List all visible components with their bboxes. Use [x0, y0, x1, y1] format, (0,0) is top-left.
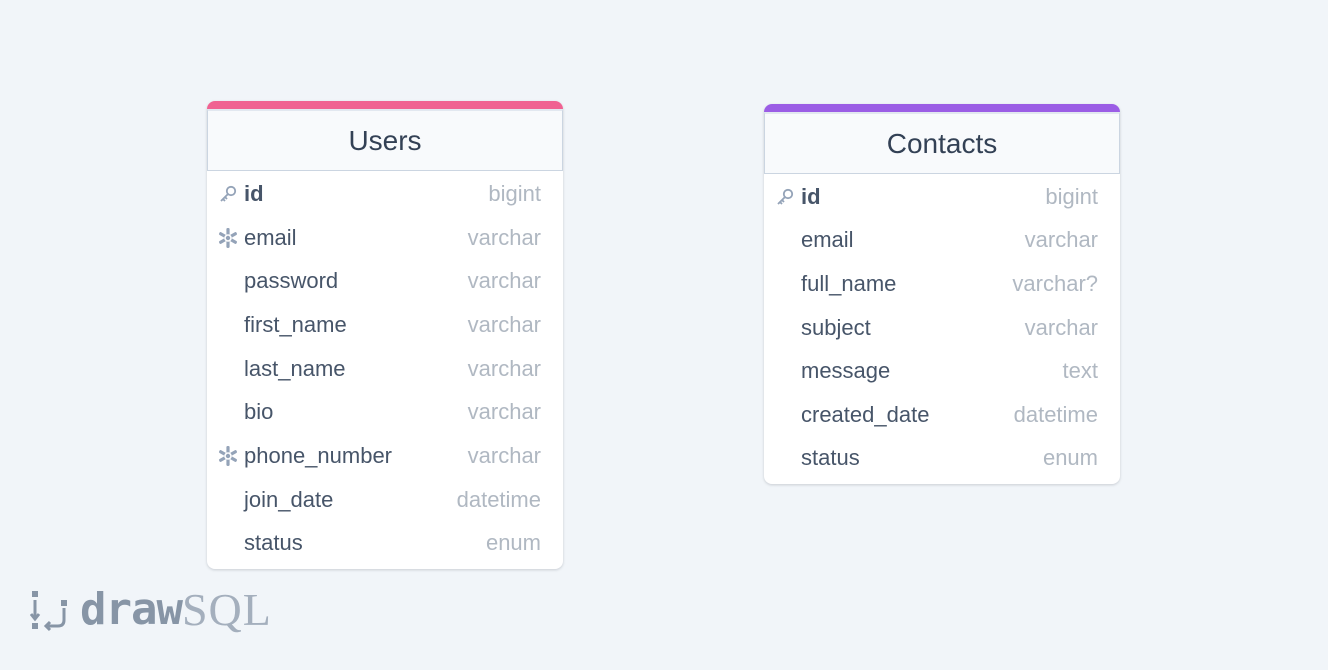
column-name: phone_number — [244, 442, 393, 468]
table-title: Contacts — [886, 127, 998, 159]
column-row-id[interactable]: id bigint — [207, 172, 563, 216]
column-name: id — [244, 180, 264, 206]
column-type: enum — [1042, 445, 1098, 471]
column-row-join-date[interactable]: join_date datetime — [207, 478, 563, 522]
table-accent-bar — [207, 101, 563, 109]
column-row-email[interactable]: email varchar — [207, 216, 563, 260]
column-row-email[interactable]: email varchar — [764, 219, 1120, 263]
column-list: id bigint email varchar full_name varchar? sub… — [764, 174, 1120, 484]
table-accent-bar — [764, 104, 1120, 112]
column-name: last_name — [244, 355, 346, 381]
column-type: bigint — [488, 180, 541, 206]
column-row-full-name[interactable]: full_name varchar? — [764, 262, 1120, 306]
column-type: varchar — [1024, 314, 1098, 340]
column-type: datetime — [1013, 401, 1098, 427]
column-row-created-date[interactable]: created_date datetime — [764, 393, 1120, 437]
column-row-bio[interactable]: bio varchar — [207, 390, 563, 434]
column-name: message — [801, 358, 891, 384]
column-name: email — [244, 224, 297, 250]
column-name: subject — [801, 314, 871, 340]
column-type: varchar — [467, 399, 541, 425]
snowflake-icon — [217, 445, 239, 467]
column-row-id[interactable]: id bigint — [764, 175, 1120, 219]
column-name: status — [801, 445, 860, 471]
table-users[interactable]: Users id bigint email varchar password varcha… — [207, 101, 563, 570]
table-header[interactable]: Users — [207, 109, 563, 171]
column-name: created_date — [801, 401, 930, 427]
logo-text-draw: draw — [80, 584, 183, 635]
column-row-password[interactable]: password varchar — [207, 259, 563, 303]
table-header[interactable]: Contacts — [764, 112, 1120, 174]
column-row-message[interactable]: message text — [764, 349, 1120, 393]
column-type: varchar — [1024, 227, 1098, 253]
column-type: varchar — [467, 355, 541, 381]
key-icon — [217, 183, 239, 205]
column-name: status — [244, 530, 303, 556]
column-type: varchar? — [1012, 270, 1098, 296]
column-type: varchar — [467, 224, 541, 250]
column-name: full_name — [801, 270, 897, 296]
column-type: text — [1062, 358, 1098, 384]
snowflake-icon — [217, 227, 239, 249]
table-title: Users — [348, 124, 422, 156]
column-name: join_date — [244, 486, 334, 512]
key-icon — [774, 186, 796, 208]
column-type: varchar — [467, 311, 541, 337]
column-row-subject[interactable]: subject varchar — [764, 306, 1120, 350]
drawsql-logo[interactable]: draw SQL — [30, 583, 272, 636]
column-type: datetime — [456, 486, 541, 512]
column-row-status[interactable]: status enum — [207, 522, 563, 566]
column-type: bigint — [1045, 183, 1098, 209]
column-row-status[interactable]: status enum — [764, 437, 1120, 481]
logo-text-sql: SQL — [181, 584, 272, 635]
column-row-phone-number[interactable]: phone_number varchar — [207, 434, 563, 478]
drawsql-logo-icon — [30, 590, 67, 631]
column-name: email — [801, 227, 854, 253]
column-type: varchar — [467, 442, 541, 468]
column-name: first_name — [244, 311, 347, 337]
column-name: id — [801, 183, 821, 209]
column-row-first-name[interactable]: first_name varchar — [207, 303, 563, 347]
column-name: bio — [244, 399, 274, 425]
column-name: password — [244, 268, 339, 294]
column-type: varchar — [467, 268, 541, 294]
column-type: enum — [485, 530, 541, 556]
column-row-last-name[interactable]: last_name varchar — [207, 347, 563, 391]
